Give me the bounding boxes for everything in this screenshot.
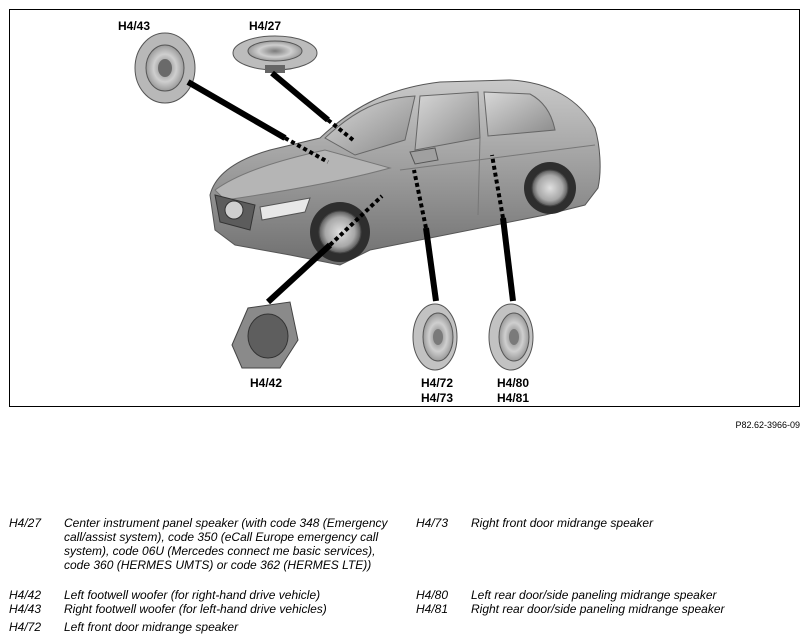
callout-h4-81: H4/81 (497, 391, 530, 405)
legend-code: H4/42 (9, 588, 42, 602)
speaker-h4-80-h4-81-image (488, 303, 534, 371)
callout-h4-72: H4/72 (421, 376, 454, 390)
legend-item-h4-42: H4/42 Left footwell woofer (for right-ha… (9, 588, 399, 602)
callout-h4-27: H4/27 (249, 19, 282, 33)
callout-h4-43: H4/43 (118, 19, 151, 33)
legend-code: H4/73 (416, 516, 449, 530)
car-body (209, 79, 601, 266)
speaker-h4-72-h4-73-image (412, 303, 458, 371)
component-location-figure: H4/43 H4/27 H4/42 H4/72 H4/73 H4/80 H4/8… (9, 9, 800, 407)
legend-code: H4/27 (9, 516, 42, 530)
legend-description: Right footwell woofer (for left-hand dri… (64, 602, 327, 616)
legend-code: H4/43 (9, 602, 42, 616)
legend-description: Left front door midrange speaker (64, 620, 239, 634)
legend-description: Right front door midrange speaker (471, 516, 654, 530)
speaker-h4-42-image (231, 301, 299, 369)
legend-code: H4/80 (416, 588, 449, 602)
legend-item-h4-27: H4/27 Center instrument panel speaker (w… (9, 516, 399, 586)
legend-item-h4-43: H4/43 Right footwell woofer (for left-ha… (9, 602, 399, 616)
callout-h4-80-group: H4/80 H4/81 (497, 376, 529, 406)
legend-code: H4/72 (9, 620, 42, 634)
callout-h4-72-group: H4/72 H4/73 (421, 376, 453, 406)
vehicle-speaker-illustration (134, 32, 601, 371)
legend-item-h4-80: H4/80 Left rear door/side paneling midra… (416, 588, 806, 602)
callout-h4-42: H4/42 (250, 376, 283, 390)
leader-lines (186, 70, 516, 305)
legend-description: Left footwell woofer (for right-hand dri… (64, 588, 321, 602)
legend-description: Right rear door/side paneling midrange s… (471, 602, 725, 616)
figure-reference-id: P82.62-3966-09 (735, 420, 800, 430)
legend-item-h4-72: H4/72 Left front door midrange speaker (9, 620, 399, 634)
callout-h4-73: H4/73 (421, 391, 454, 405)
legend-description: Center instrument panel speaker (with co… (64, 516, 388, 572)
legend-item-h4-81: H4/81 Right rear door/side paneling midr… (416, 602, 806, 616)
legend-code: H4/81 (416, 602, 449, 616)
legend-description: Left rear door/side paneling midrange sp… (471, 588, 717, 602)
legend-item-h4-73: H4/73 Right front door midrange speaker (416, 516, 806, 530)
speaker-h4-43-image (134, 32, 196, 104)
speaker-h4-27-image (232, 35, 318, 73)
callout-h4-80: H4/80 (497, 376, 530, 390)
